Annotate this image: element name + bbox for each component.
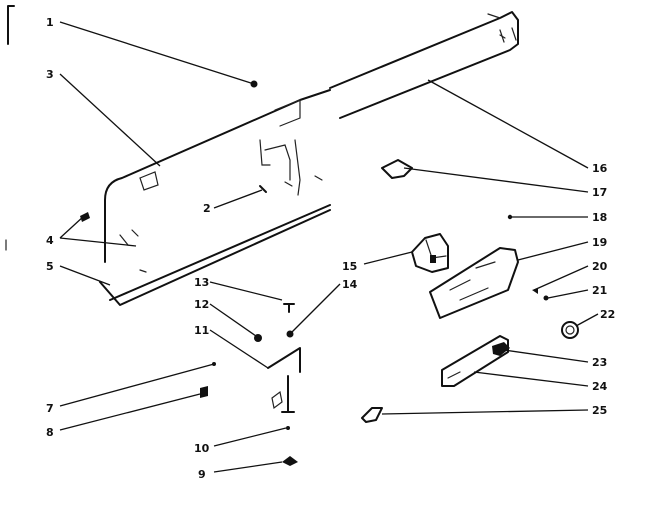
- callout-15: 15: [342, 260, 357, 273]
- callout-3: 3: [46, 68, 54, 81]
- callout-19: 19: [592, 236, 607, 249]
- callout-20: 20: [592, 260, 608, 273]
- part-11-bracket: [267, 347, 301, 413]
- callout-24: 24: [592, 380, 608, 393]
- part-1-rail: [329, 11, 519, 119]
- callout-14: 14: [342, 278, 358, 291]
- part-13-screw: [283, 303, 295, 313]
- callout-4: 4: [46, 234, 54, 247]
- part-17-clip: [381, 159, 413, 179]
- callout-1: 1: [46, 16, 54, 29]
- callout-25: 25: [592, 404, 607, 417]
- part-21-nut: [543, 295, 549, 301]
- part-18-pin: [507, 214, 513, 220]
- leader-lines: [59, 21, 599, 473]
- part-9-cap: [282, 456, 298, 466]
- part-10-pin: [286, 426, 290, 430]
- part-25-pad: [361, 407, 383, 423]
- part-14-nut: [286, 330, 294, 338]
- callout-18: 18: [592, 211, 607, 224]
- callout-12: 12: [194, 298, 209, 311]
- callout-21: 21: [592, 284, 607, 297]
- callout-9: 9: [198, 468, 206, 481]
- part-4-screw: [80, 212, 90, 222]
- part-8-clip: [200, 386, 208, 398]
- part-15-bracket: [411, 233, 449, 273]
- part-2-pin: [259, 185, 267, 193]
- callout-8: 8: [46, 426, 54, 439]
- callout-13: 13: [194, 276, 209, 289]
- callout-5: 5: [46, 260, 54, 273]
- callout-23: 23: [592, 356, 607, 369]
- part-19-plate: [429, 247, 519, 319]
- callout-10: 10: [194, 442, 210, 455]
- part-23-block: [492, 342, 510, 356]
- part-3-housing: [99, 89, 331, 306]
- callout-16: 16: [592, 162, 608, 175]
- callout-2: 2: [203, 202, 211, 215]
- callout-22: 22: [600, 308, 615, 321]
- part-22-spring: [561, 321, 579, 339]
- margin-bracket: [7, 5, 15, 45]
- callout-11: 11: [194, 324, 209, 337]
- part-24-base: [441, 335, 509, 387]
- callout-17: 17: [592, 186, 607, 199]
- callout-labels: 1 3 4 5 2 13 12 11 14 15 7 8 10 9 16 17 …: [46, 16, 615, 481]
- callout-7: 7: [46, 402, 54, 415]
